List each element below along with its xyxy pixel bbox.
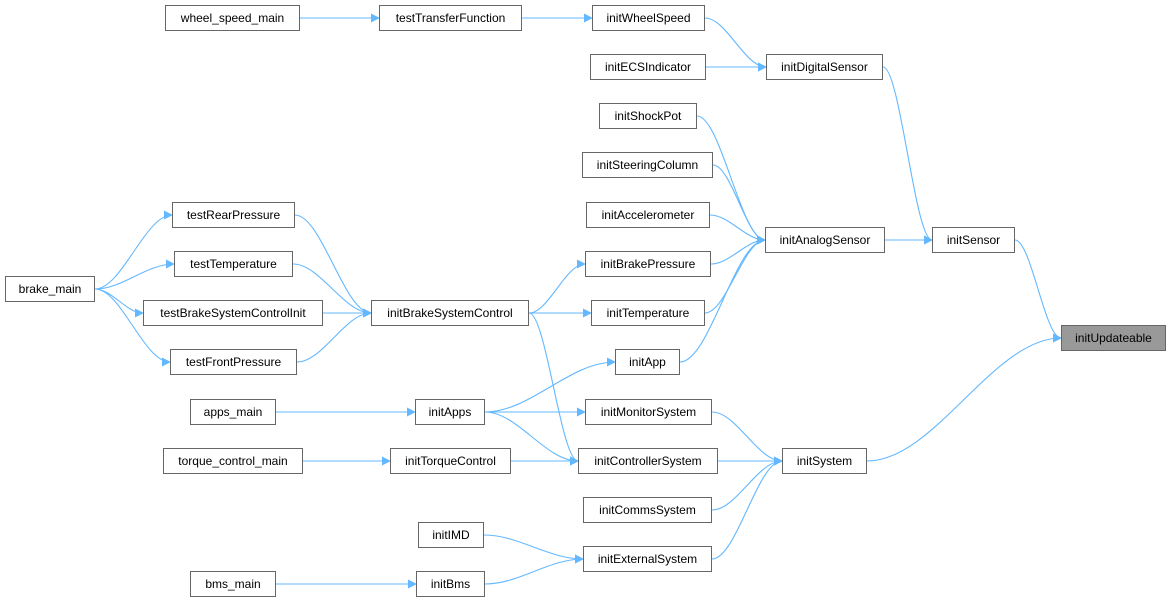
node-testBrakeSystemControlInit[interactable]: testBrakeSystemControlInit xyxy=(143,300,323,326)
edge-initSensor-to-initUpdateable xyxy=(1014,239,1062,343)
node-initECSIndicator[interactable]: initECSIndicator xyxy=(590,54,706,80)
node-initDigitalSensor[interactable]: initDigitalSensor xyxy=(766,54,883,80)
edge-initBrakeSystemControl-to-initBrakePressure xyxy=(528,259,586,314)
node-initSystem[interactable]: initSystem xyxy=(782,448,867,474)
node-initApps[interactable]: initApps xyxy=(415,399,485,425)
edge-initAccelerometer-to-initAnalogSensor xyxy=(709,214,766,245)
edge-brake_main-to-testRearPressure xyxy=(94,210,173,290)
edge-initApps-to-initControllerSystem xyxy=(484,411,579,466)
edge-initMonitorSystem-to-initSystem xyxy=(711,411,783,466)
edge-brake_main-to-testBrakeSystemControlInit xyxy=(94,288,144,318)
node-wheel_speed_main[interactable]: wheel_speed_main xyxy=(165,5,300,31)
node-testTemperature[interactable]: testTemperature xyxy=(174,251,293,277)
node-initSteeringColumn[interactable]: initSteeringColumn xyxy=(582,152,713,178)
node-brake_main[interactable]: brake_main xyxy=(5,276,95,302)
node-initControllerSystem[interactable]: initControllerSystem xyxy=(578,448,718,474)
node-initUpdateable[interactable]: initUpdateable xyxy=(1061,325,1166,351)
node-initAccelerometer[interactable]: initAccelerometer xyxy=(586,202,710,228)
node-initTorqueControl[interactable]: initTorqueControl xyxy=(390,448,511,474)
node-initCommsSystem[interactable]: initCommsSystem xyxy=(583,497,712,523)
node-initSensor[interactable]: initSensor xyxy=(932,227,1015,253)
edge-initSystem-to-initUpdateable xyxy=(866,333,1062,462)
node-initShockPot[interactable]: initShockPot xyxy=(599,103,697,129)
node-apps_main[interactable]: apps_main xyxy=(190,399,276,425)
edge-testTemperature-to-initBrakeSystemControl xyxy=(292,263,372,318)
node-initBrakePressure[interactable]: initBrakePressure xyxy=(585,251,711,277)
edge-testFrontPressure-to-initBrakeSystemControl xyxy=(296,308,372,363)
node-testRearPressure[interactable]: testRearPressure xyxy=(172,202,295,228)
edge-brake_main-to-testFrontPressure xyxy=(94,288,171,367)
edge-initTemperature-to-initAnalogSensor xyxy=(704,235,766,314)
node-bms_main[interactable]: bms_main xyxy=(190,571,276,597)
edge-initExternalSystem-to-initSystem xyxy=(711,456,783,560)
node-initMonitorSystem[interactable]: initMonitorSystem xyxy=(585,399,712,425)
node-torque_control_main[interactable]: torque_control_main xyxy=(163,448,303,474)
edge-initDigitalSensor-to-initSensor xyxy=(882,66,933,245)
node-initBms[interactable]: initBms xyxy=(416,571,485,597)
edge-initIMD-to-initExternalSystem xyxy=(483,534,584,564)
edge-initWheelSpeed-to-initDigitalSensor xyxy=(704,17,767,72)
node-initWheelSpeed[interactable]: initWheelSpeed xyxy=(592,5,705,31)
node-initAnalogSensor[interactable]: initAnalogSensor xyxy=(765,227,885,253)
edge-testRearPressure-to-initBrakeSystemControl xyxy=(294,214,372,318)
edge-initCommsSystem-to-initSystem xyxy=(711,456,783,511)
node-initApp[interactable]: initApp xyxy=(615,349,680,375)
node-initTemperature[interactable]: initTemperature xyxy=(591,300,705,326)
node-initExternalSystem[interactable]: initExternalSystem xyxy=(583,546,712,572)
edge-initBms-to-initExternalSystem xyxy=(484,554,584,585)
node-initIMD[interactable]: initIMD xyxy=(418,522,484,548)
edge-initApps-to-initApp xyxy=(484,357,616,413)
node-testTransferFunction[interactable]: testTransferFunction xyxy=(379,5,522,31)
edge-brake_main-to-testTemperature xyxy=(94,259,175,290)
edge-initBrakeSystemControl-to-initControllerSystem xyxy=(528,312,579,466)
node-initBrakeSystemControl[interactable]: initBrakeSystemControl xyxy=(371,300,529,326)
edge-initApp-to-initAnalogSensor xyxy=(679,235,766,363)
node-testFrontPressure[interactable]: testFrontPressure xyxy=(170,349,297,375)
